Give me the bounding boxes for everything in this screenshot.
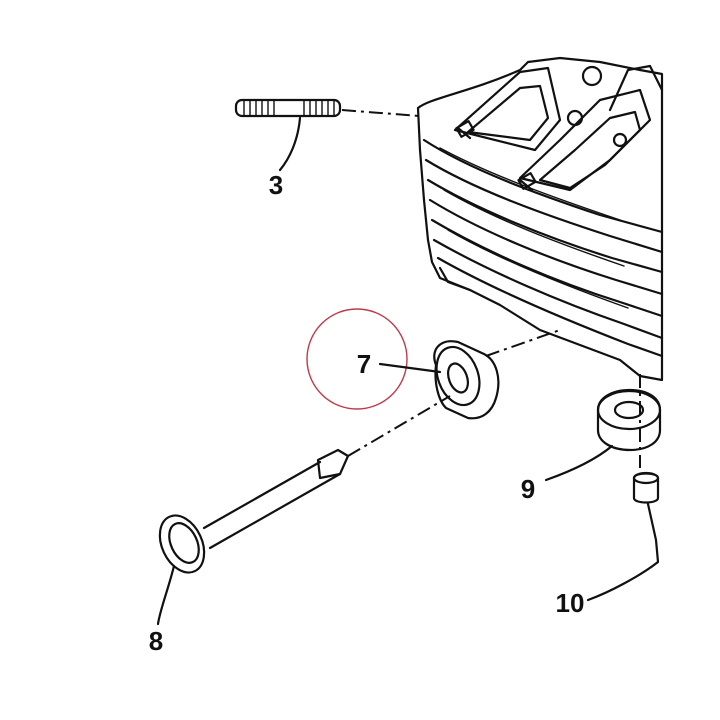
dowel-pin <box>586 374 660 602</box>
callout-8: 8 <box>149 626 163 656</box>
highlight-circle <box>306 308 408 410</box>
spring-seat <box>544 388 662 482</box>
stud-bolt <box>234 98 421 172</box>
callout-9: 9 <box>521 474 535 504</box>
cylinder-head <box>416 56 664 382</box>
valve <box>156 395 451 626</box>
callout-3: 3 <box>269 170 283 200</box>
valve-stem-seal <box>378 329 561 420</box>
callout-10: 10 <box>556 588 585 618</box>
callout-7: 7 <box>357 349 371 379</box>
